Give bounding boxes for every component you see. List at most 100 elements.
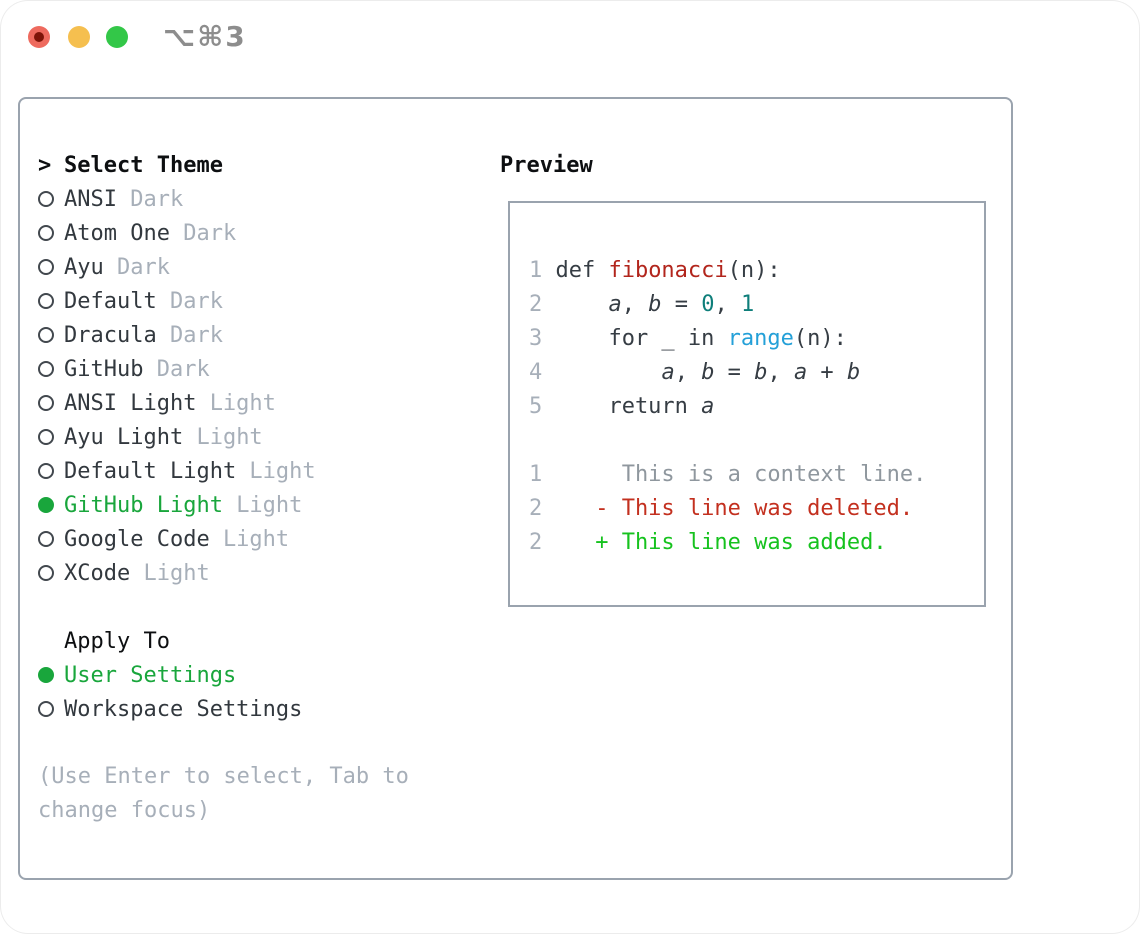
title-bar: ⌥⌘3 [0, 0, 1140, 72]
code-segment: def [555, 257, 609, 283]
apply-option-label: Workspace Settings [64, 696, 303, 722]
theme-variant-tag: Dark [169, 322, 223, 348]
theme-variant-tag: Dark [156, 356, 210, 382]
code-text: This is a context line. [555, 461, 927, 487]
radio-icon [38, 259, 64, 275]
theme-variant-tag: Light [236, 492, 303, 518]
theme-variant-tag: Dark [116, 254, 170, 280]
code-segment [555, 292, 608, 317]
maximize-button[interactable] [106, 26, 128, 48]
line-number: 2 [529, 529, 543, 555]
radio-icon [38, 293, 64, 309]
code-segment: b [701, 359, 715, 385]
code-text: return a [555, 394, 714, 419]
radio-icon [38, 429, 64, 445]
close-button[interactable] [28, 26, 50, 48]
code-segment: return [555, 393, 702, 419]
apply-option[interactable]: User Settings [38, 658, 435, 692]
theme-variant-tag: Dark [169, 288, 223, 314]
theme-name: Google Code [64, 526, 210, 552]
theme-variant-tag: Light [209, 390, 276, 416]
code-line: 2 - This line was deleted. [529, 491, 984, 525]
code-segment: + This line was added. [555, 529, 887, 555]
preview-title: Preview [500, 152, 593, 178]
code-segment: (n): [727, 257, 781, 283]
theme-name: Atom One [64, 220, 170, 246]
radio-icon [38, 701, 64, 717]
code-segment: a [793, 359, 808, 385]
theme-variant-tag: Dark [130, 186, 184, 212]
keyboard-hint: (Use Enter to select, Tab to change focu… [38, 764, 423, 823]
radio-icon [38, 327, 64, 343]
apply-option-label: User Settings [64, 662, 237, 688]
radio-icon [38, 565, 64, 581]
code-segment: range [727, 325, 794, 351]
theme-variant-tag: Light [222, 526, 290, 552]
theme-option[interactable]: Dracula Dark [38, 318, 435, 352]
line-number: 5 [529, 393, 543, 419]
code-segment: b [754, 359, 768, 385]
select-theme-header: > Select Theme [38, 148, 435, 182]
code-line: 1 This is a context line. [529, 457, 984, 491]
code-segment: fibonacci [608, 257, 728, 283]
code-line: 4 a, b = b, a + b [529, 355, 984, 389]
code-segment: - This line was deleted. [555, 495, 914, 521]
code-line: 5 return a [529, 389, 984, 423]
minimize-button[interactable] [68, 26, 90, 48]
code-segment: (n): [793, 325, 847, 351]
code-line [529, 423, 984, 457]
spacer [38, 726, 435, 760]
code-text: a, b = b, a + b [555, 360, 860, 385]
code-segment: for _ in [555, 325, 728, 351]
code-segment: a [701, 393, 715, 419]
code-segment: a [608, 291, 622, 317]
theme-name: Default Light [64, 458, 237, 484]
code-segment: 1 [740, 291, 755, 317]
theme-option[interactable]: Ayu Dark [38, 250, 435, 284]
theme-name: ANSI Light [64, 390, 197, 416]
code-segment: This is a context line. [555, 461, 927, 487]
code-text: - This line was deleted. [555, 496, 913, 521]
code-segment: b [846, 359, 861, 385]
code-text: + This line was added. [555, 530, 886, 555]
radio-icon [38, 531, 64, 547]
radio-icon [38, 463, 64, 479]
code-text: def fibonacci(n): [555, 258, 780, 283]
theme-name: Ayu [64, 254, 104, 280]
line-number: 1 [529, 257, 543, 283]
code-line: 2 + This line was added. [529, 525, 984, 559]
theme-name: GitHub [64, 356, 144, 382]
code-segment: + [807, 359, 847, 385]
radio-icon [38, 191, 64, 207]
theme-option[interactable]: GitHub Dark [38, 352, 435, 386]
code-line: 3 for _ in range(n): [529, 321, 984, 355]
code-text: a, b = 0, 1 [555, 292, 754, 317]
theme-name: Ayu Light [64, 424, 184, 450]
code-segment: a [661, 359, 675, 385]
line-number: 1 [529, 461, 543, 487]
line-number: 2 [529, 291, 543, 317]
theme-variant-tag: Light [143, 560, 210, 586]
code-line: 1 def fibonacci(n): [529, 253, 984, 287]
theme-option[interactable]: Google Code Light [38, 522, 435, 556]
code-segment: , [621, 291, 649, 317]
apply-option[interactable]: Workspace Settings [38, 692, 435, 726]
radio-selected-icon [38, 667, 64, 683]
code-line: 2 a, b = 0, 1 [529, 287, 984, 321]
theme-option[interactable]: ANSI Light Light [38, 386, 435, 420]
theme-name: Dracula [64, 322, 157, 348]
apply-to-header: Apply To [38, 624, 435, 658]
